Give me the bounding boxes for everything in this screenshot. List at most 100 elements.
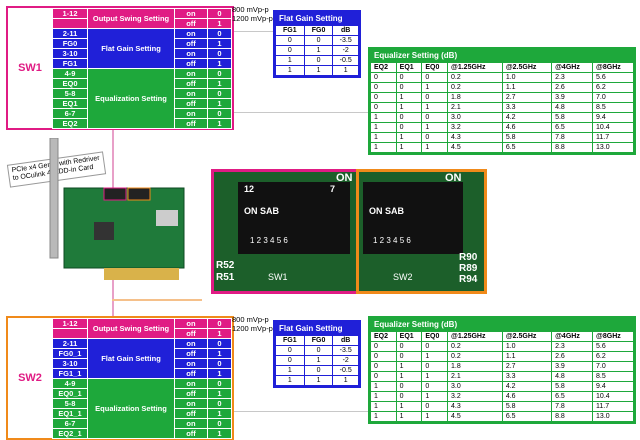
equalizer-cell: 1 [370,132,397,143]
equalizer-cell: 1.1 [501,82,553,93]
equalizer-cell: 7.0 [592,361,634,372]
group-cell: Equalization Setting [87,378,175,439]
equalizer-cell: 9.4 [592,112,634,123]
equalizer-cell: 6.5 [501,142,553,153]
equalizer-cell: 1 [421,351,449,362]
flat-gain-cell: 1 [275,365,305,376]
flat-gain-cell: 1 [303,45,334,56]
eq-line-1 [233,112,368,113]
equalizer-cell: 0 [395,122,423,133]
sw1-dip-body [238,182,350,254]
equalizer-cell: 0 [421,381,449,392]
state-cell: on [174,358,208,369]
equalizer-cell: 1 [370,411,397,422]
r51-label: R51 [216,272,235,283]
card-sw1-marker [103,187,127,201]
value-cell: 1 [207,98,232,109]
swing-note-1200-2: 1200 mVp-p [232,324,273,334]
equalizer-cell: 0.2 [447,72,503,83]
equalizer-cell: 1 [395,132,423,143]
value-cell: 1 [207,368,232,379]
value-cell: 0 [207,8,232,19]
sw1-pin7: 7 [330,184,336,194]
flat-gain-cell: 0 [275,355,305,366]
flat-gain-cell: -2 [332,355,359,366]
equalizer-cell: 9.4 [592,381,634,392]
equalizer-header: @4GHz [551,62,594,73]
group-cell: Equalization Setting [87,68,175,129]
equalizer-cell: 10.4 [592,122,634,133]
equalizer-cell: 1.0 [501,341,553,352]
equalizer-cell: 8.5 [592,371,634,382]
pin-cell: FG1_1 [52,368,88,379]
state-cell: off [174,78,208,89]
equalizer-cell: 1 [395,361,423,372]
equalizer-cell: 0 [421,341,449,352]
equalizer-cell: 0 [421,361,449,372]
state-cell: off [174,408,208,419]
state-cell: off [174,58,208,69]
swing-note-800-2: 800 mVp-p [232,315,269,324]
value-cell: 0 [207,108,232,119]
pin-cell [52,18,88,29]
flat-gain-cell: 1 [275,55,305,66]
pin-cell: 3-10 [52,48,88,59]
pin-cell: FG1 [52,58,88,69]
state-cell: off [174,388,208,399]
equalizer-cell: 1.8 [447,92,503,103]
equalizer-cell: 0 [395,82,423,93]
swing-notes-1: 800 mVp-p 1200 mVp-p [232,5,273,24]
group-cell: Flat Gain Setting [87,338,175,379]
equalizer-cell: 3.9 [551,361,594,372]
group-cell: Output Swing Setting [87,8,175,29]
value-cell: 1 [207,78,232,89]
equalizer-cell: 3.3 [501,102,553,113]
value-cell: 0 [207,48,232,59]
equalizer-cell: 1 [370,112,397,123]
value-cell: 0 [207,358,232,369]
pin-cell [52,328,88,339]
sw2-silk: SW2 [393,272,413,282]
equalizer-cell: 5.6 [592,341,634,352]
equalizer-cell: 0.2 [447,82,503,93]
equalizer-cell: 1 [395,92,423,103]
group-cell: Flat Gain Setting [87,28,175,69]
equalizer-cell: 0 [370,92,397,103]
equalizer-header: @8GHz [592,331,634,342]
equalizer-cell: 3.9 [551,92,594,103]
equalizer-cell: 1 [421,102,449,113]
pcie-card-image [49,138,185,280]
equalizer-cell: 0 [421,401,449,412]
flat-gain-header: FG0 [303,335,334,346]
state-cell: off [174,348,208,359]
value-cell: 0 [207,338,232,349]
pin-cell: 6-7 [52,418,88,429]
equalizer-title-2: Equalizer Setting (dB) [370,318,634,331]
pin-cell: 6-7 [52,108,88,119]
equalizer-header: @8GHz [592,62,634,73]
equalizer-cell: 0 [395,72,423,83]
equalizer-cell: 1.0 [501,72,553,83]
pin-cell: FG0_1 [52,348,88,359]
value-cell: 0 [207,28,232,39]
sw1-pin12: 12 [244,184,255,194]
state-cell: off [174,118,208,129]
equalizer-cell: 0 [370,361,397,372]
equalizer-header: EQ2 [370,62,397,73]
state-cell: off [174,368,208,379]
sw1-photo: ON SAB 1 2 3 4 5 6 12 7 R52 R51 SW1 ON [211,169,360,294]
equalizer-cell: 5.8 [551,112,594,123]
equalizer-cell: 1 [421,391,449,402]
equalizer-cell: 1 [421,411,449,422]
equalizer-cell: 0 [370,351,397,362]
equalizer-cell: 1 [370,122,397,133]
value-cell: 0 [207,88,232,99]
